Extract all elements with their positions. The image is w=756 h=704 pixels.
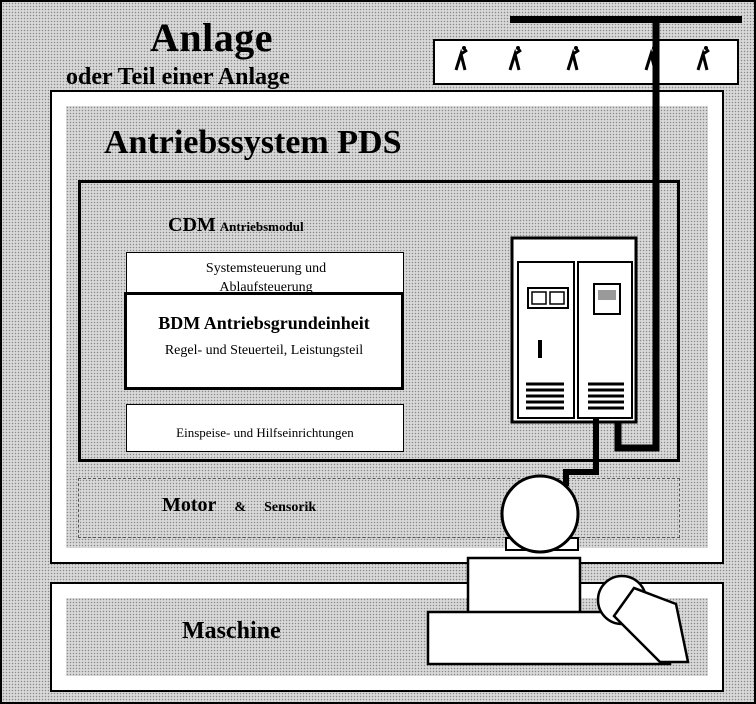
cabinet-vent-icon — [526, 382, 564, 410]
supply-box: Einspeise- und Hilfseinrichtungen — [126, 404, 404, 452]
pds-title: Antriebssystem PDS — [104, 124, 402, 161]
breaker-panel — [433, 39, 739, 85]
breaker-icon — [454, 48, 468, 71]
cabinet-handle-icon — [538, 340, 542, 358]
bdm-subtitle: Regel- und Steuerteil, Leistungsteil — [164, 343, 364, 358]
motor-label-group: Motor & Sensorik — [162, 494, 316, 517]
cdm-title-main: CDM — [168, 214, 216, 236]
anlage-title: Anlage — [150, 15, 273, 60]
breaker-icon — [696, 48, 710, 71]
system-control-label: Systemsteuerung und Ablaufsteuerung — [205, 261, 327, 295]
breaker-dot-icon — [574, 46, 578, 50]
motor-icon — [500, 474, 580, 554]
anlage-subtitle: oder Teil einer Anlage — [66, 64, 290, 90]
breaker-icon — [508, 48, 522, 71]
supply-cable — [614, 16, 660, 452]
supply-label: Einspeise- und Hilfseinrichtungen — [176, 425, 354, 440]
breaker-icon — [566, 48, 580, 71]
maschine-label: Maschine — [182, 618, 281, 644]
breaker-dot-icon — [462, 46, 466, 50]
busbar — [510, 16, 742, 23]
cdm-title: CDM Antriebsmodul — [168, 214, 304, 237]
breaker-dot-icon — [516, 46, 520, 50]
system-control-box: Systemsteuerung und Ablaufsteuerung — [126, 252, 404, 298]
cdm-subtitle: Antriebsmodul — [219, 219, 304, 234]
ampersand-label: & — [234, 500, 247, 515]
pump-housing — [612, 586, 690, 664]
motor-band — [78, 478, 680, 538]
cabinet-display-icon — [527, 287, 569, 309]
bdm-title: BDM Antriebsgrundeinheit — [158, 313, 370, 333]
breaker-dot-icon — [704, 46, 708, 50]
machine-base — [466, 556, 582, 616]
sensorik-label: Sensorik — [264, 500, 317, 515]
motor-cable — [563, 418, 599, 486]
cabinet-vent-icon — [588, 382, 624, 410]
bdm-box: BDM Antriebsgrundeinheit Regel- und Steu… — [124, 292, 404, 390]
motor-label: Motor — [162, 494, 217, 516]
